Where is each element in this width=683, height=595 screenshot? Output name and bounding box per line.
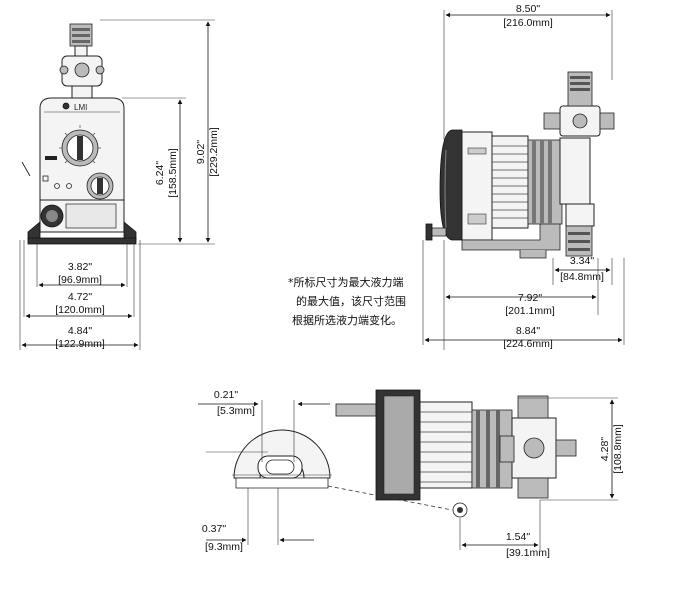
height-9-02: 9.02" — [195, 140, 207, 164]
height-4-28-mm: [108.8mm] — [612, 424, 624, 474]
width-8-50: 8.50" — [516, 3, 540, 15]
slot-detail: 0.21" [5.3mm] 0.37" [9.3mm] — [198, 389, 332, 553]
width-3-82-mm: [96.9mm] — [58, 274, 102, 286]
width-3-34: 3.34" — [570, 255, 594, 267]
height-6-24: 6.24" — [154, 161, 166, 185]
logo-text: LMI — [74, 103, 87, 112]
width-8-50-mm: [216.0mm] — [503, 17, 553, 29]
pump-housing: LMI — [21, 97, 137, 245]
slot-length: 0.37" — [202, 523, 226, 535]
pump-bottom-view — [335, 389, 577, 518]
motor-fins — [492, 145, 528, 219]
side-view: 8.50" [216.0mm] — [422, 3, 625, 350]
note-line-2: 的最大值，该尺寸范围 — [296, 294, 406, 308]
slot-length-mm: [9.3mm] — [205, 541, 243, 553]
dimension-note: *所标尺寸为最大液力端 的最大值，该尺寸范围 根据所选液力端变化。 — [288, 275, 406, 327]
slot-width: 0.21" — [214, 389, 238, 401]
front-height-dims: 9.02" [229.2mm] 6.24" [158.5mm] — [100, 19, 220, 245]
width-8-84-mm: [224.6mm] — [503, 338, 553, 350]
offset-1-54: 1.54" — [506, 531, 530, 543]
width-4-84-mm: [122.9mm] — [55, 338, 105, 350]
width-8-84: 8.84" — [516, 325, 540, 337]
bottom-view: 0.21" [5.3mm] 0.37" [9.3mm] — [198, 389, 624, 559]
width-4-72-mm: [120.0mm] — [55, 304, 105, 316]
offset-1-54-mm: [39.1mm] — [506, 547, 550, 559]
width-3-34-mm: [84.8mm] — [560, 271, 604, 283]
width-7-92: 7.92" — [518, 292, 542, 304]
front-width-dims: 3.82" [96.9mm] 4.72" [120.0mm] 4.84" [12… — [19, 240, 141, 350]
slot-width-mm: [5.3mm] — [217, 405, 255, 417]
height-4-28: 4.28" — [599, 437, 611, 461]
note-line-3: 根据所选液力端变化。 — [292, 313, 402, 327]
width-4-72: 4.72" — [68, 291, 92, 303]
width-3-82: 3.82" — [68, 261, 92, 273]
height-9-02-mm: [229.2mm] — [208, 127, 220, 177]
discharge-valve — [59, 23, 105, 101]
front-view: LMI — [19, 19, 220, 350]
width-7-92-mm: [201.1mm] — [505, 305, 555, 317]
width-4-84: 4.84" — [68, 325, 92, 337]
note-line-1: *所标尺寸为最大液力端 — [288, 275, 404, 289]
height-6-24-mm: [158.5mm] — [167, 148, 179, 198]
